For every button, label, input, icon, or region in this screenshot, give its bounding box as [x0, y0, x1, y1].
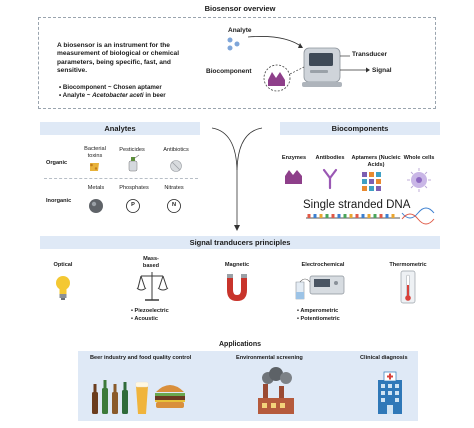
beer-industry-label: Beer industry and food quality control [90, 355, 192, 361]
enzyme-icon [285, 170, 302, 184]
phosphates-label: Phosphates [119, 185, 149, 191]
biocomponents-title: Biocomponents [331, 124, 389, 133]
analytes-title: Analytes [104, 124, 136, 133]
piezoelectric-item: • Piezoelectric [131, 308, 169, 314]
biocomponent-bullet: • Biocomponent ~ Chosen aptamer [59, 84, 162, 91]
beer-bottles-icon [92, 380, 128, 414]
phosphate-symbol: P [131, 202, 135, 208]
enzymes-label: Enzymes [281, 155, 307, 161]
aptamer-icon [362, 172, 381, 191]
factory-pollution-icon [258, 367, 294, 414]
transducers-band [40, 236, 440, 249]
transducers-title: Signal tranducers principles [189, 238, 291, 247]
metal-sphere-icon [89, 199, 103, 213]
magnet-icon [227, 274, 247, 301]
analyte-bullet: • Analyte ~ Acetobacter aceti in beer [59, 92, 166, 99]
whole-cells-label: Whole cells [403, 155, 435, 161]
applications-band [78, 351, 418, 421]
bacterial-toxin-icon [90, 163, 99, 171]
nitrate-symbol: N [171, 202, 177, 208]
antibodies-label: Antibodies [315, 155, 345, 161]
applications-title: Applications [218, 341, 261, 348]
overview-title: Biosensor overview [204, 4, 276, 13]
mass-based-label: Mass-based [142, 256, 160, 269]
analytes-divider [44, 178, 198, 179]
antibiotics-label: Antibiotics [163, 147, 189, 153]
thermometric-label: Thermometric [389, 262, 427, 268]
antibiotic-pill-icon [170, 160, 182, 172]
whole-cell-icon [407, 168, 431, 192]
potentiometric-item: • Potentiometric [297, 315, 340, 322]
dna-helix-icon [401, 207, 435, 225]
magnetic-label: Magnetic [224, 262, 250, 268]
biocomponent-zoom-circle [263, 64, 291, 92]
nitrates-label: Nitrates [164, 185, 184, 191]
signal-label: Signal [372, 67, 392, 74]
analytes-band [40, 122, 200, 135]
beer-glass-icon [135, 381, 149, 414]
bacterial-toxins-label: Bacterial toxins [84, 146, 106, 159]
balance-scale-icon [136, 272, 169, 301]
ssdna-strand-icon [306, 214, 400, 219]
clinical-label: Clinical diagnosis [360, 355, 408, 361]
phosphate-icon [126, 199, 140, 213]
hospital-icon [378, 371, 402, 414]
acoustic-item: • Acoustic [131, 315, 158, 322]
inorganic-label: Inorganic [46, 198, 72, 204]
potentiostat-icon [295, 275, 345, 300]
organic-label: Organic [46, 160, 68, 166]
light-bulb-icon [56, 276, 70, 300]
thermometer-icon [400, 270, 416, 304]
biosensor-definition: A biosensor is an instrument for the mea… [57, 42, 180, 74]
analyte-label: Analyte [228, 27, 252, 34]
environmental-label: Environmental screening [236, 355, 303, 361]
electrochemical-bullets: • Amperometric • Potentiometric [297, 308, 340, 323]
aptamers-label: Aptamers (Nucleic Acids) [351, 155, 401, 168]
transducer-label: Transducer [352, 51, 388, 58]
metals-label: Metals [87, 185, 105, 191]
nitrate-icon [167, 199, 181, 213]
electrochemical-label: Electrochemical [301, 262, 345, 268]
amperometric-item: • Amperometric [297, 308, 339, 314]
ssdna-label: Single stranded DNA [303, 199, 411, 211]
analyte-particles-icon [227, 37, 240, 51]
receptor-icon [268, 72, 285, 86]
pesticides-label: Pesticides [119, 147, 145, 153]
biocomponents-band [280, 122, 440, 135]
mass-based-bullets: • Piezoelectric • Acoustic [131, 308, 169, 323]
biocomponent-label: Biocomponent [206, 68, 252, 75]
burger-icon [155, 385, 185, 408]
overview-frame [38, 17, 436, 109]
pesticide-spray-icon [128, 154, 140, 172]
optical-label: Optical [53, 262, 73, 268]
antibody-icon [322, 168, 338, 190]
biosensor-device-icon [302, 47, 342, 87]
